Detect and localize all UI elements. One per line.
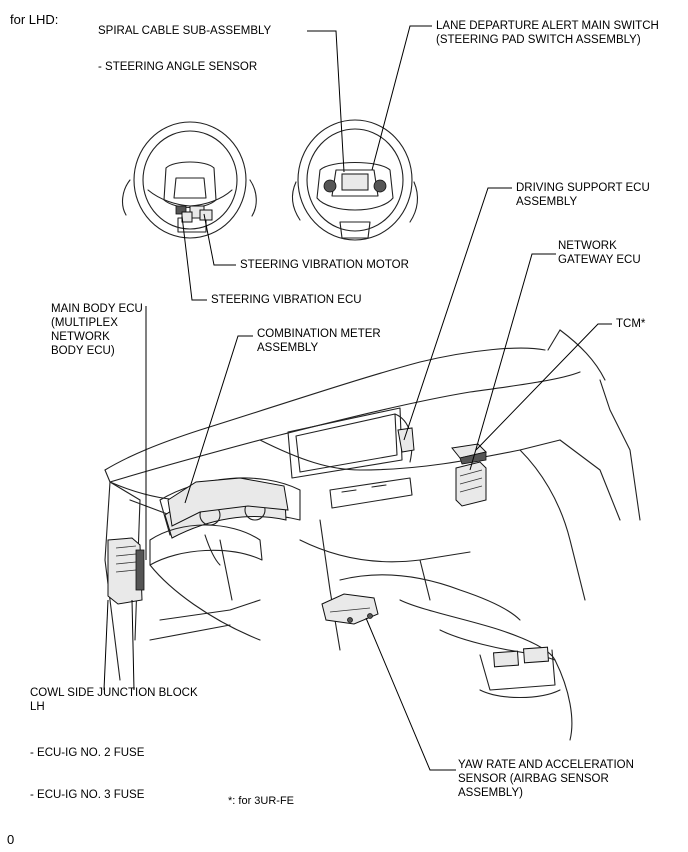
steering-angle-sensor-label: - STEERING ANGLE SENSOR (98, 61, 258, 73)
driving-support-ecu-label-1: DRIVING SUPPORT ECU (516, 182, 650, 194)
combination-meter-label-1: COMBINATION METER (257, 328, 381, 340)
yaw-rate-sensor-label-2: SENSOR (AIRBAG SENSOR (458, 773, 609, 785)
main-body-ecu-part (107, 537, 145, 605)
spiral-cable-label: SPIRAL CABLE SUB-ASSEMBLY (98, 25, 272, 37)
network-gateway-ecu-label-2: GATEWAY ECU (558, 254, 641, 266)
driving-support-ecu-part (397, 427, 415, 453)
steering-vibration-motor-label: STEERING VIBRATION MOTOR (240, 259, 409, 271)
instrument-panel (104, 329, 641, 741)
yaw-rate-sensor-part (321, 593, 379, 625)
ecu-ig-no3-fuse-label: - ECU-IG NO. 3 FUSE (30, 789, 145, 801)
steering-vibration-ecu-label: STEERING VIBRATION ECU (211, 294, 362, 306)
network-gateway-ecu-part (455, 461, 487, 507)
main-body-ecu-label-2: (MULTIPLEX (51, 317, 118, 329)
leader-lines (103, 25, 612, 771)
combination-meter-part (167, 477, 289, 527)
yaw-rate-sensor-label-3: ASSEMBLY) (458, 787, 523, 799)
combination-meter-label-2: ASSEMBLY (257, 342, 319, 354)
tcm-part (451, 443, 487, 465)
ecu-ig-no2-fuse-label: - ECU-IG NO. 2 FUSE (30, 747, 145, 759)
cowl-side-junction-block-label-1: COWL SIDE JUNCTION BLOCK (30, 687, 198, 699)
yaw-rate-sensor-label-1: YAW RATE AND ACCELERATION (458, 759, 634, 771)
figure-mark: 0 (7, 832, 15, 847)
main-body-ecu-label-4: BODY ECU) (51, 345, 115, 357)
footnote: *: for 3UR-FE (228, 795, 295, 807)
tcm-label: TCM* (616, 318, 646, 330)
variant-label: for LHD: (10, 12, 59, 27)
lane-departure-switch-label-2: (STEERING PAD SWITCH ASSEMBLY) (436, 34, 641, 46)
network-gateway-ecu-label-1: NETWORK (558, 240, 617, 252)
steering-wheel-right (291, 119, 419, 241)
lane-departure-switch-label-1: LANE DEPARTURE ALERT MAIN SWITCH (436, 20, 659, 32)
main-body-ecu-label-1: MAIN BODY ECU (51, 303, 143, 315)
cowl-side-junction-block-label-2: LH (30, 701, 45, 713)
driving-support-ecu-label-2: ASSEMBLY (516, 196, 578, 208)
main-body-ecu-label-3: NETWORK (51, 331, 110, 343)
